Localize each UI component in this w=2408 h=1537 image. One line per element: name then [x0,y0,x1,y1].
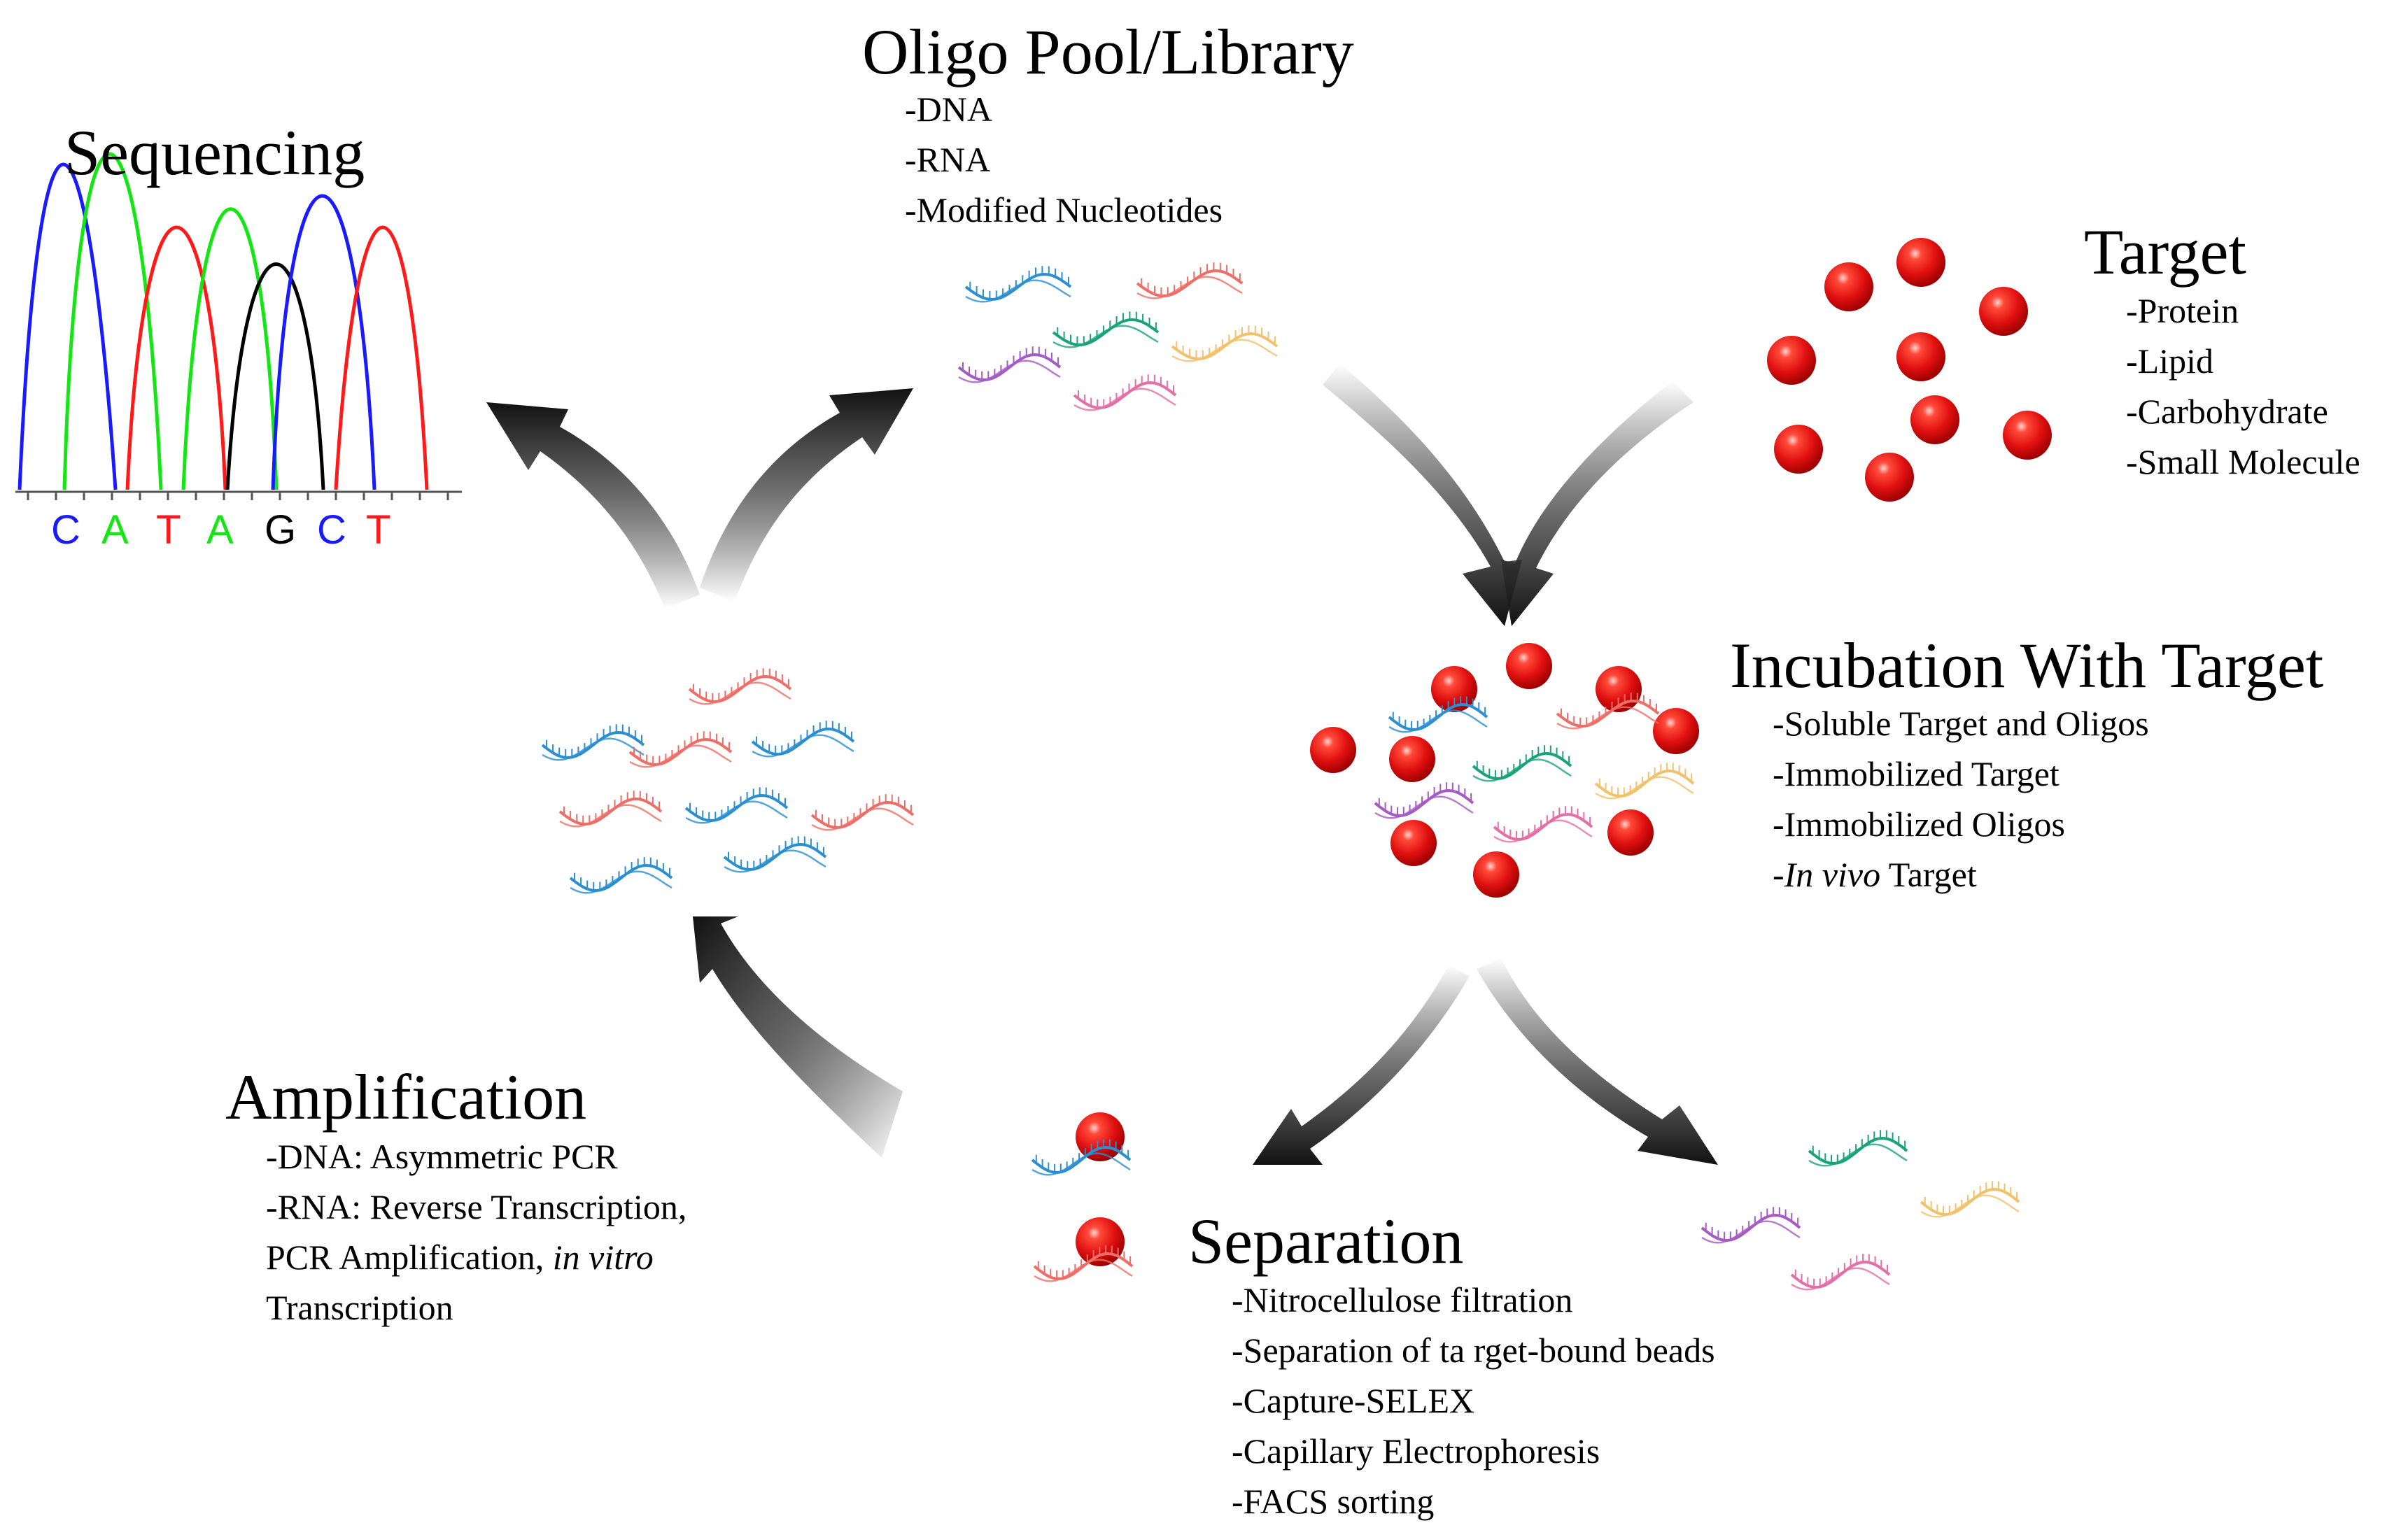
oligo-strand [684,787,789,824]
oligo-pool-item: -DNA [905,90,992,129]
base-call: C [317,507,346,553]
separation-item: -Capture-SELEX [1232,1381,1475,1420]
oligo-strand [1073,374,1177,411]
target-beads [1767,238,2052,502]
arrow-to-separation-left [1253,965,1470,1165]
oligo-pool-list: -DNA -RNA -Modified Nucleotides [905,84,1223,235]
oligo-strand [1493,806,1593,843]
oligo-strands [541,262,2020,1291]
oligo-strand [1472,745,1572,782]
oligo-strand [1388,696,1488,733]
arrow-to-library [700,388,913,602]
base-call: T [156,507,181,553]
oligo-strand [1790,1254,1891,1291]
sequencing-title: Sequencing [64,117,365,188]
oligo-strand [1171,325,1279,362]
base-call: A [101,507,129,553]
oligo-strand [541,724,645,761]
separation-item: -FACS sorting [1232,1482,1435,1521]
peak-a1 [62,152,163,490]
arrow-to-incubation-right [1501,381,1694,626]
oligo-pool-title: Oligo Pool/Library [862,16,1354,87]
peak-g [225,262,325,490]
separation-item: -Separation of ta rget-bound beads [1232,1331,1715,1370]
oligo-strand [723,836,827,873]
arrow-to-separation-right [1477,958,1718,1165]
oligo-strand [1556,693,1660,730]
base-call: T [366,507,391,553]
incubation-list: -Soluble Target and Oligos -Immobilized … [1773,698,2149,900]
oligo-strand [558,791,663,828]
peak-c1 [17,162,118,490]
oligo-strand [1920,1181,2020,1218]
target-item: -Small Molecule [2126,442,2360,481]
base-call: C [51,507,80,553]
incubation-item: -Immobilized Target [1773,754,2060,793]
oligo-strand [628,731,733,768]
incubation-beads [1310,643,1699,898]
incubation-item-in-vivo: -In vivo Target [1773,855,1977,894]
arrow-to-amplification [693,916,903,1158]
peak-c2 [271,194,376,490]
oligo-strand [810,794,915,831]
incubation-item: -Soluble Target and Oligos [1773,704,2149,743]
amplification-item: -DNA: Asymmetric PCR [266,1137,618,1176]
peak-a2 [181,207,279,490]
target-item: -Carbohydrate [2126,392,2328,431]
amplification-list: -DNA: Asymmetric PCR -RNA: Reverse Trans… [266,1131,687,1333]
amplification-title: Amplification [225,1061,587,1133]
base-call: G [265,507,297,553]
amplification-item: Transcription [266,1288,453,1327]
chromatogram [15,152,462,500]
separation-item: -Capillary Electrophoresis [1232,1431,1600,1471]
target-title: Target [2084,216,2246,288]
oligo-strand [1031,1139,1132,1176]
target-item: -Protein [2126,291,2239,330]
oligo-strand [1701,1207,1801,1244]
target-item: -Lipid [2126,341,2213,381]
oligo-strand [1374,782,1474,819]
cycle-arrows [486,364,1718,1165]
arrow-to-incubation-left [1323,364,1522,626]
incubation-title: Incubation With Target [1730,630,2324,701]
oligo-strand [964,266,1072,303]
oligo-strand [1594,763,1695,800]
oligo-strand [1136,262,1244,299]
separation-item: -Nitrocellulose filtration [1232,1280,1573,1319]
target-list: -Protein -Lipid -Carbohydrate -Small Mol… [2126,285,2360,487]
separation-list: -Nitrocellulose filtration -Separation o… [1232,1275,1715,1527]
peak-t2 [334,225,429,490]
amplification-item: PCR Amplification, in vitro [266,1238,654,1277]
separation-beads [1076,1112,1125,1266]
amplification-item: -RNA: Reverse Transcription, [266,1187,687,1226]
oligo-strand [1033,1245,1134,1282]
oligo-pool-item: -RNA [905,140,991,179]
oligo-strand [688,668,792,705]
oligo-strand [957,346,1062,383]
arrow-to-sequencing [486,402,700,609]
oligo-strand [1808,1130,1908,1167]
oligo-strand [751,721,855,758]
base-call: A [206,507,234,553]
oligo-strand [569,857,673,894]
peak-t1 [125,225,227,490]
oligo-pool-item: -Modified Nucleotides [905,190,1223,229]
oligo-strand [1052,311,1160,348]
separation-title: Separation [1188,1205,1464,1277]
incubation-item: -Immobilized Oligos [1773,805,2065,844]
